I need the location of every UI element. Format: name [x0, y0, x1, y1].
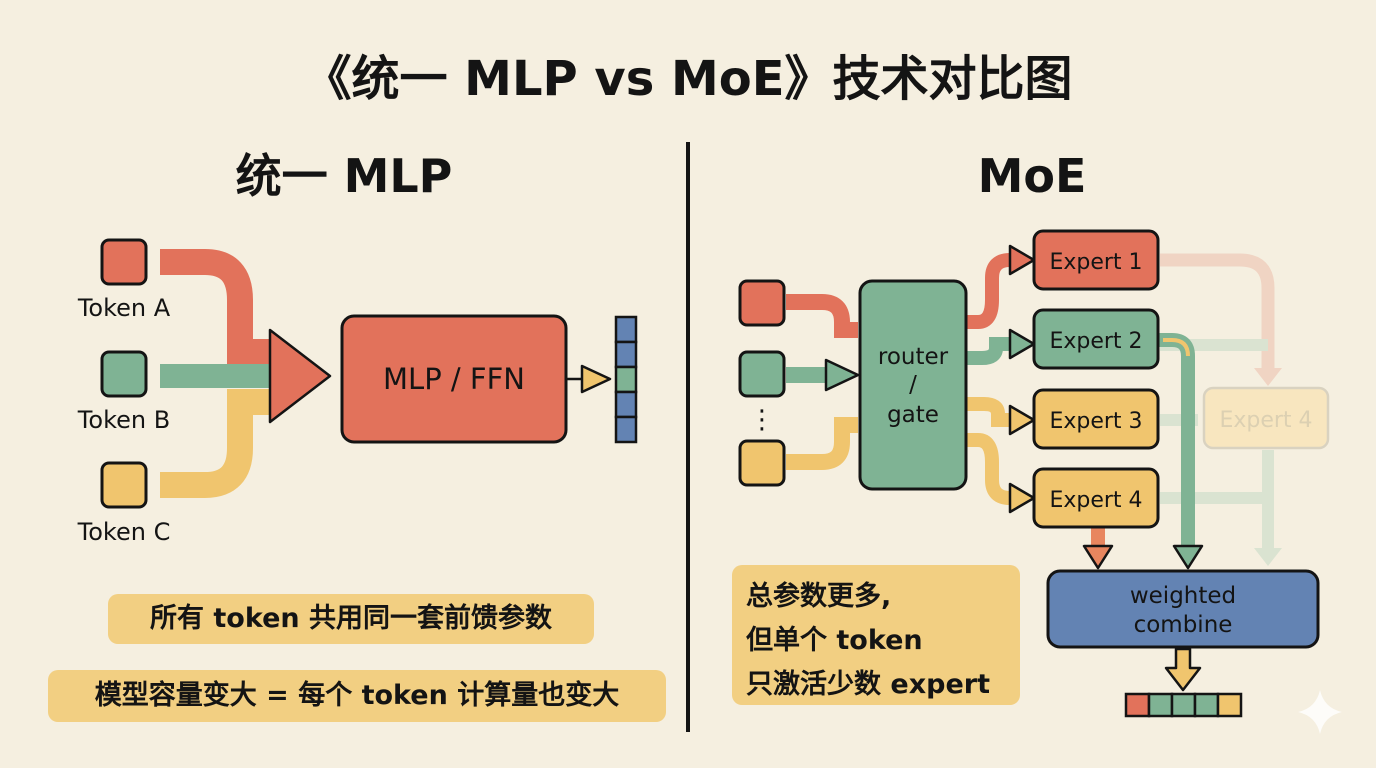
- mlp-output-arrow: [564, 364, 612, 394]
- right-note-line: 只激活少数 expert: [746, 669, 990, 700]
- page-title: 《统一 MLP vs MoE》技术对比图: [303, 51, 1072, 107]
- token-a-label: Token A: [77, 294, 171, 322]
- expert-3-label: Expert 3: [1049, 409, 1142, 434]
- mlp-ffn-label: MLP / FFN: [383, 362, 525, 396]
- router-label-line3: gate: [887, 402, 939, 428]
- inactive-routes: [1160, 253, 1282, 566]
- moe-token-ellipsis: ⋮: [749, 405, 775, 435]
- inactive-expert-label: Expert 4: [1219, 408, 1312, 433]
- token-c-flow: [160, 389, 272, 498]
- token-c-label: Token C: [77, 518, 171, 546]
- right-note-line: 但单个 token: [746, 625, 923, 656]
- left-note-shared-params: 所有 token 共用同一套前馈参数: [108, 594, 594, 644]
- moe-token-red: [738, 279, 786, 327]
- expert-2-block: [1032, 308, 1160, 370]
- router-gate-block: [858, 279, 968, 491]
- router-label-line2: /: [909, 372, 917, 398]
- merge-arrow-head: [268, 328, 332, 424]
- expert-to-combine-flows: [1082, 333, 1204, 570]
- expert-1-block: [1032, 229, 1160, 291]
- left-token-flows: [160, 249, 332, 498]
- expert-4-block: [1032, 467, 1160, 529]
- moe-token-yellow: [738, 439, 786, 487]
- token-b-label: Token B: [77, 406, 170, 434]
- token-c-square: [100, 461, 148, 509]
- combine-label-line2: combine: [1134, 612, 1233, 638]
- vector-cell: [1124, 692, 1151, 718]
- vector-cell: [1216, 692, 1243, 718]
- right-heading: MoE: [978, 149, 1087, 203]
- weighted-combine-block: [1046, 569, 1320, 649]
- router-to-expert-flows: [966, 244, 1036, 514]
- vector-cell: [614, 340, 638, 369]
- token-a-flow: [160, 249, 272, 365]
- vector-cell: [1147, 692, 1174, 718]
- right-note-sparse-activation: 总参数更多, 但单个 token 只激活少数 expert: [732, 565, 1020, 705]
- router-label-line1: router: [878, 344, 949, 370]
- vector-cell: [1170, 692, 1197, 718]
- expert-3-block: [1032, 388, 1160, 450]
- moe-token-green: [738, 350, 786, 398]
- moe-input-flows: [786, 294, 860, 470]
- vector-cell: [614, 365, 638, 394]
- left-note-compute-scaling: 模型容量变大 = 每个 token 计算量也变大: [48, 670, 666, 722]
- left-heading: 统一 MLP: [236, 149, 453, 203]
- moe-output-vector: [1124, 692, 1243, 718]
- expert-4-label: Expert 4: [1049, 488, 1142, 513]
- expert-1-label: Expert 1: [1049, 250, 1142, 275]
- combine-output-arrow: [1164, 647, 1202, 692]
- vector-cell: [614, 315, 638, 344]
- mlp-output-vector: [614, 315, 638, 444]
- sparkle-icon: [1298, 690, 1342, 734]
- token-a-square: [100, 238, 148, 286]
- right-note-line: 总参数更多,: [746, 581, 892, 612]
- vector-cell: [1193, 692, 1220, 718]
- inactive-expert-block: [1202, 386, 1330, 450]
- vector-cell: [614, 390, 638, 419]
- expert-2-label: Expert 2: [1049, 329, 1142, 354]
- combine-label-line1: weighted: [1130, 583, 1236, 609]
- token-b-square: [100, 350, 148, 398]
- vector-cell: [614, 415, 638, 444]
